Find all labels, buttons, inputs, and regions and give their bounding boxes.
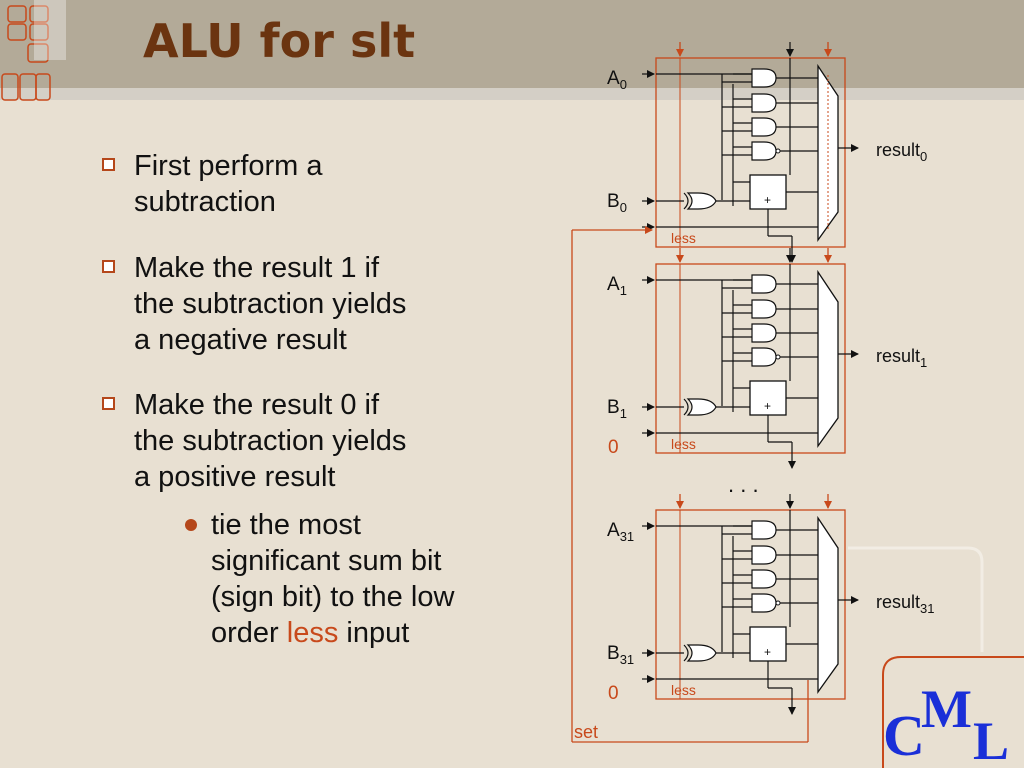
logic-gate-icon [751, 274, 777, 294]
less-label: less [671, 682, 696, 698]
xor-gate-icon [686, 644, 717, 662]
adder-plus: + [764, 193, 771, 207]
logo-l: L [973, 711, 1009, 768]
set-label: set [574, 722, 598, 742]
bullet-line: a positive result [134, 461, 336, 493]
inverter-bubble-icon [775, 600, 781, 606]
logic-gate-icon [751, 520, 777, 540]
bullet-line: First perform a [134, 150, 323, 182]
slice-box [655, 509, 846, 700]
sub-bullet-line: order less input [211, 615, 454, 651]
sub-bullet: tie the most significant sum bit (sign b… [185, 507, 455, 651]
sub-bullet-text: order [211, 617, 287, 649]
bullet-2: Make the result 1 if the subtraction yie… [102, 250, 407, 358]
b-input-label: B31 [607, 643, 634, 667]
slice-box [655, 57, 846, 248]
sub-bullet-line: tie the most [211, 509, 361, 541]
cml-logo: C M L [882, 656, 1024, 768]
b-input-label: B0 [607, 191, 627, 215]
logic-gate-icon [751, 299, 777, 319]
adder-plus: + [764, 645, 771, 659]
inverter-bubble-icon [775, 148, 781, 154]
adder-box [749, 626, 787, 662]
logo-c: C [883, 703, 925, 768]
square-bullet-icon [102, 158, 115, 171]
sub-bullet-text: input [338, 617, 410, 649]
a-input-label: A31 [607, 520, 634, 544]
logic-gate-icon [751, 117, 777, 137]
bullet-line: a negative result [134, 324, 347, 356]
b-input-label: B1 [607, 397, 627, 421]
sub-bullet-line: significant sum bit [211, 545, 442, 577]
logic-gate-icon [751, 141, 777, 161]
logo-m: M [921, 679, 972, 739]
slice-box [655, 263, 846, 454]
result-label: result31 [876, 592, 934, 616]
less-label: less [671, 230, 696, 246]
a-input-label: A1 [607, 274, 627, 298]
logic-gate-icon [751, 323, 777, 343]
less-label: less [671, 436, 696, 452]
bullet-line: Make the result 0 if [134, 389, 379, 421]
result-label: result0 [876, 140, 927, 164]
logic-gate-icon [751, 569, 777, 589]
corner-highlight [34, 0, 66, 60]
xor-gate-icon [686, 398, 717, 416]
slide-title: ALU for slt [143, 14, 416, 68]
zero-constant-label: 0 [608, 437, 619, 458]
ellipsis: . . . [728, 472, 759, 497]
square-bullet-icon [102, 397, 115, 410]
multiplexer-icon [817, 269, 839, 449]
bullet-3: Make the result 0 if the subtraction yie… [102, 387, 407, 495]
a-input-label: A0 [607, 68, 627, 92]
inverter-bubble-icon [775, 354, 781, 360]
bullet-line: subtraction [134, 186, 276, 218]
zero-constant-label: 0 [608, 683, 619, 704]
logic-gate-icon [751, 593, 777, 613]
xor-gate-icon [686, 192, 717, 210]
header-band [0, 0, 1024, 88]
adder-plus: + [764, 399, 771, 413]
result-label: result1 [876, 346, 927, 370]
bullet-line: the subtraction yields [134, 425, 407, 457]
bullet-1: First perform a subtraction [102, 148, 323, 220]
square-bullet-icon [102, 260, 115, 273]
round-bullet-icon [185, 519, 197, 531]
multiplexer-icon [817, 515, 839, 695]
corner-decoration [1, 0, 66, 101]
less-highlight: less [286, 617, 339, 649]
bullet-line: Make the result 1 if [134, 252, 379, 284]
logic-gate-icon [751, 545, 777, 565]
logic-gate-icon [751, 68, 777, 88]
bullet-line: the subtraction yields [134, 288, 407, 320]
sub-bullet-line: (sign bit) to the low [211, 581, 455, 613]
logic-gate-icon [751, 93, 777, 113]
logic-gate-icon [751, 347, 777, 367]
